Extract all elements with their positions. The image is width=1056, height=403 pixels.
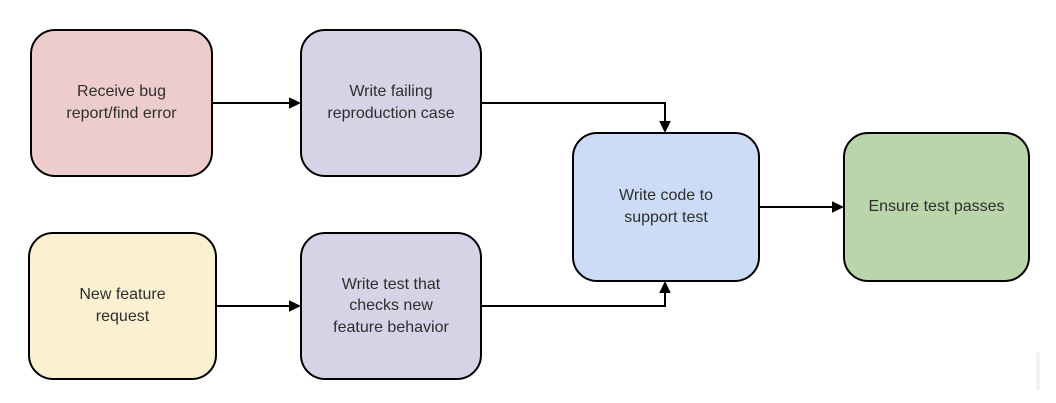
scrollbar-fragment[interactable] (1036, 352, 1040, 390)
arrow-receive-bug-to-write-failing-repro (213, 97, 301, 109)
node-receive-bug: Receive bug report/find error (30, 29, 213, 177)
arrow-write-code-support-to-ensure-test-passes (760, 201, 844, 213)
node-new-feature-request: New feature request (28, 232, 217, 380)
arrow-new-feature-request-to-write-test-checks (217, 300, 301, 312)
arrow-write-test-checks-to-write-code-support (482, 281, 671, 307)
node-write-code-to-support-test: Write code to support test (572, 132, 760, 282)
node-ensure-test-passes: Ensure test passes (843, 132, 1030, 282)
node-write-failing-reproduction-case: Write failing reproduction case (300, 29, 482, 177)
arrow-write-failing-repro-to-write-code-support (482, 102, 671, 133)
node-write-test-checks-new-feature-behavior: Write test that checks new feature behav… (300, 232, 482, 380)
